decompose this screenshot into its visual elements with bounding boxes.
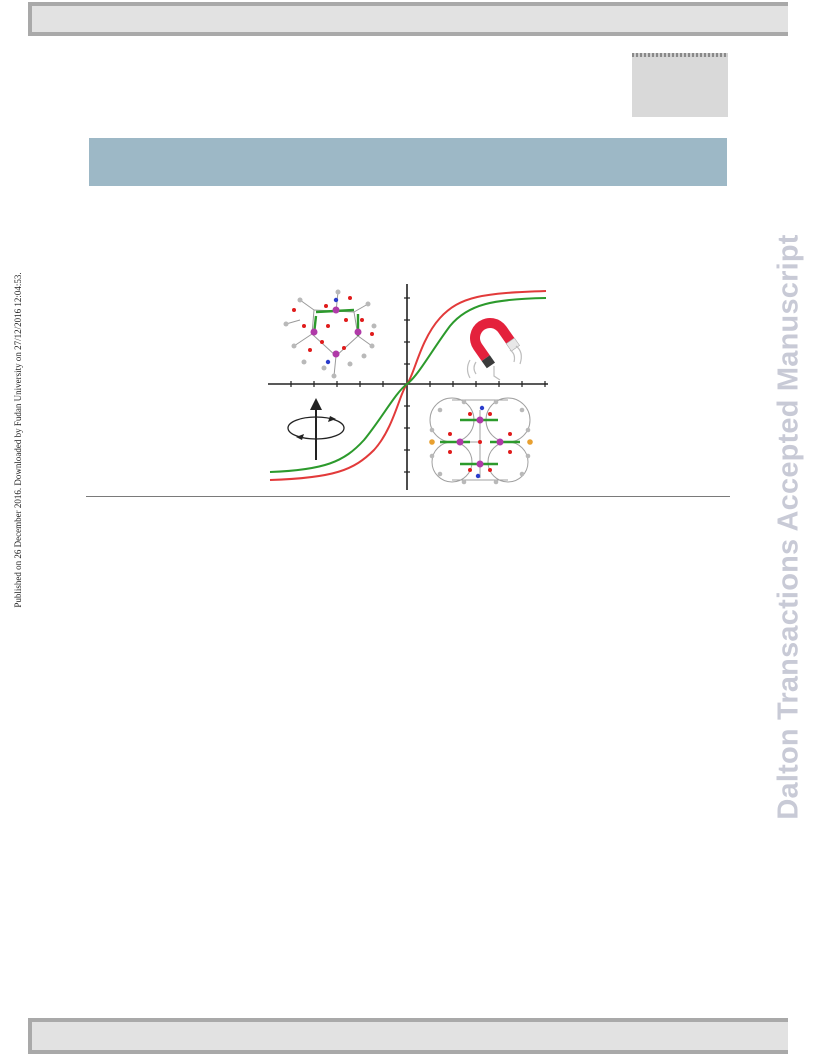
red-curve xyxy=(269,290,547,481)
spin-arrow-icon xyxy=(287,398,345,460)
green-curve xyxy=(269,297,547,473)
title-banner xyxy=(89,138,727,186)
axes xyxy=(268,284,548,490)
magnet-field-lines xyxy=(466,345,522,381)
logo-strip xyxy=(632,53,728,57)
molecule-structure-icon xyxy=(283,289,377,379)
x-ticks xyxy=(290,381,546,387)
accepted-manuscript-watermark: Dalton Transactions Accepted Manuscript xyxy=(766,218,812,836)
journal-logo-placeholder xyxy=(632,53,728,117)
y-ticks xyxy=(404,297,410,473)
magnet-icon xyxy=(470,318,520,369)
publication-note-text: Published on 26 December 2016. Downloade… xyxy=(13,272,23,608)
graphic-svg xyxy=(268,284,548,490)
publication-note: Published on 26 December 2016. Downloade… xyxy=(12,242,24,638)
bottom-footer-bar xyxy=(28,1018,788,1054)
toc-graphic xyxy=(264,280,550,492)
watermark-text: Dalton Transactions Accepted Manuscript xyxy=(772,234,805,820)
section-divider xyxy=(86,496,730,497)
molecule-structure-icon xyxy=(429,397,533,485)
top-header-bar xyxy=(28,2,788,36)
